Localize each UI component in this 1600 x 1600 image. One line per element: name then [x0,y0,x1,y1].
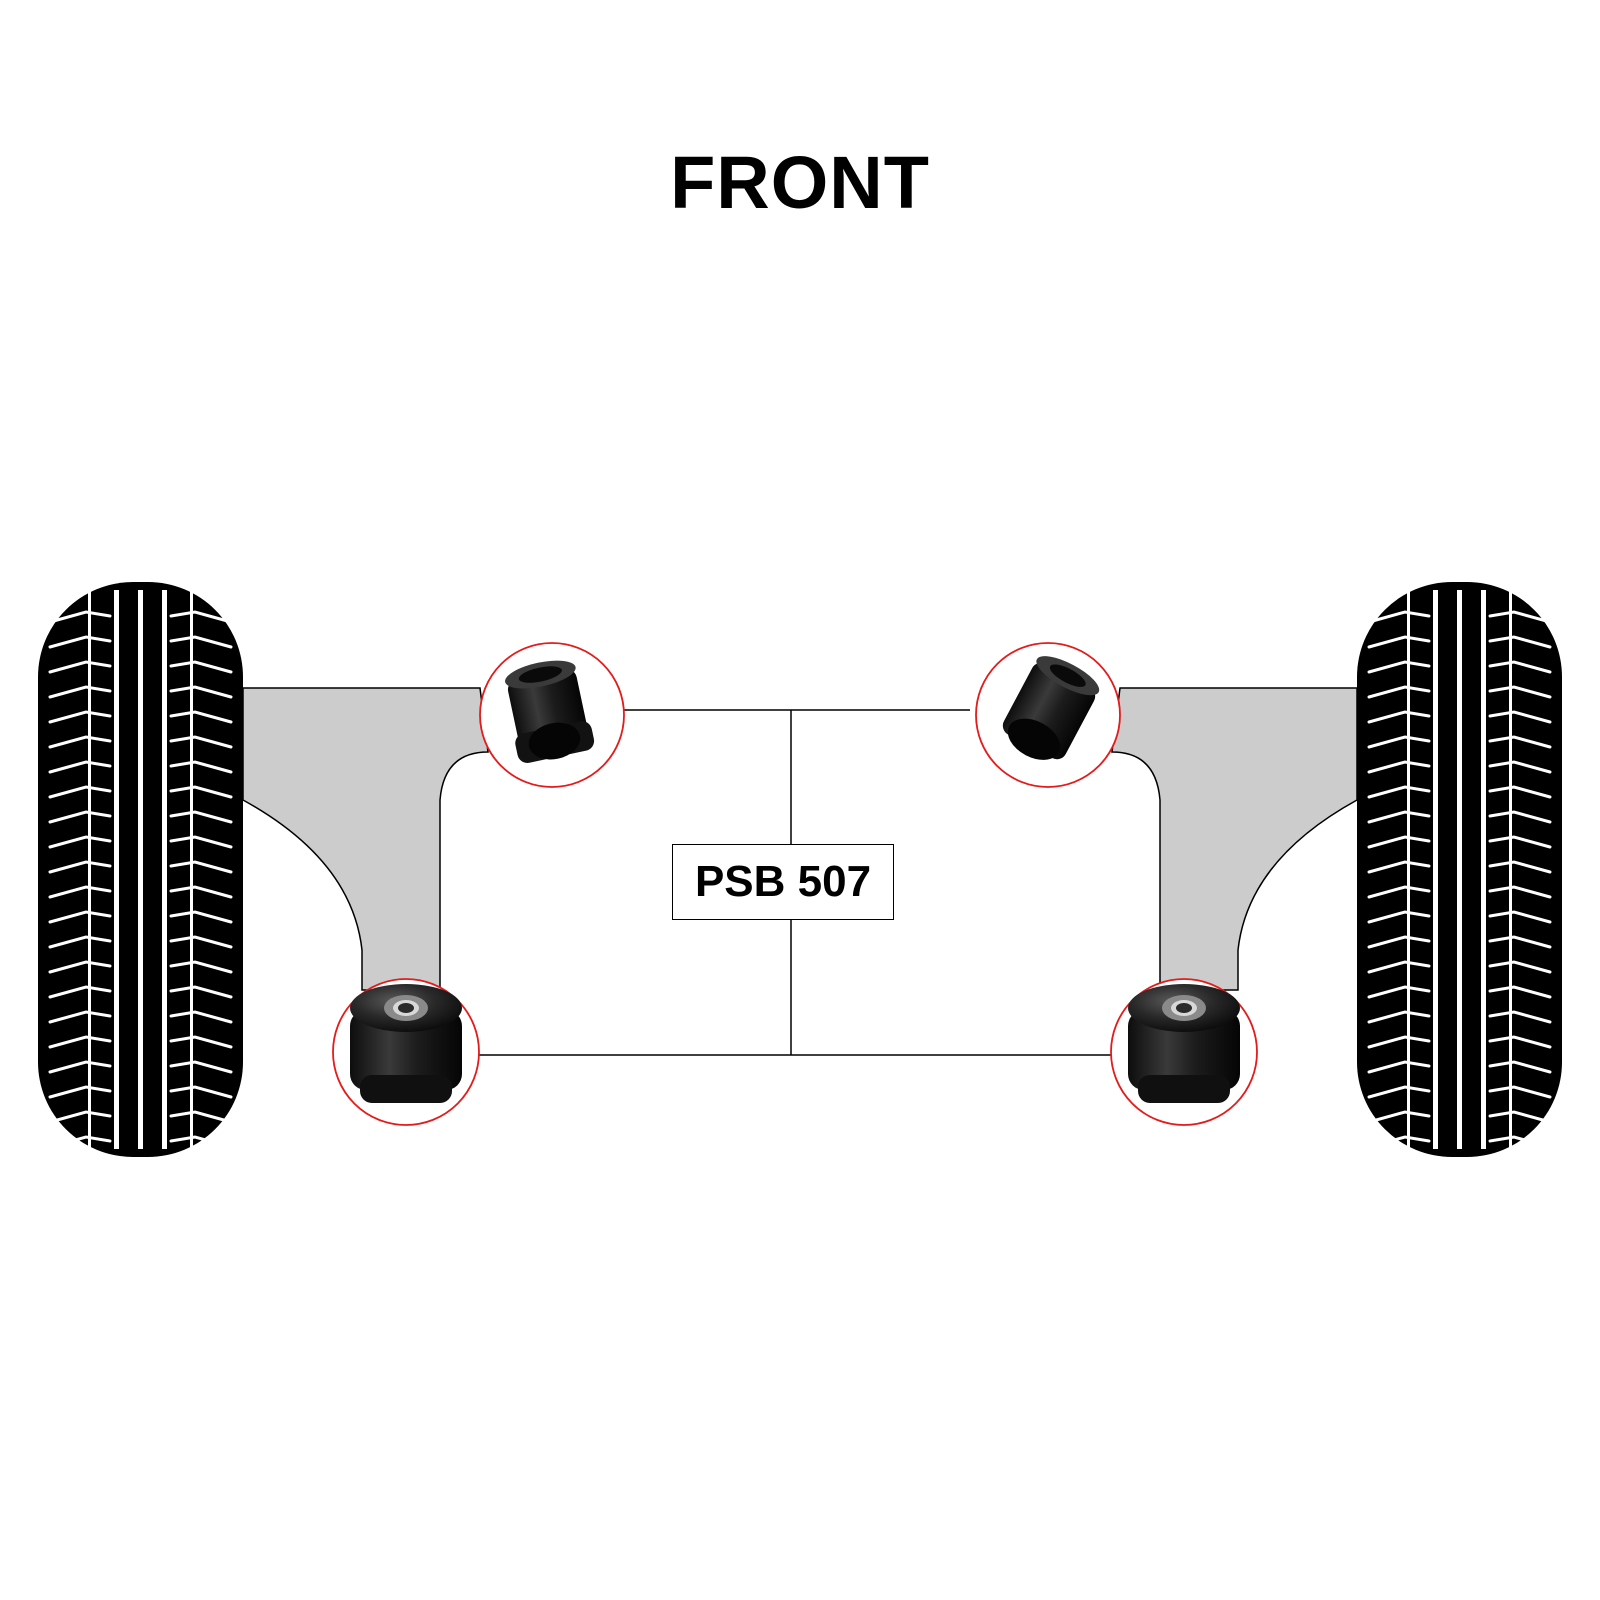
left-control-arm [242,687,489,991]
bush-rear-right-icon [1110,978,1258,1126]
subframe-outline [476,709,1120,1056]
tyre-left-icon [38,582,243,1157]
bush-front-right-icon [975,642,1121,788]
bush-rear-left-icon [332,978,480,1126]
part-number-label: PSB 507 [672,844,894,920]
tyre-right-icon [1357,582,1562,1157]
bush-front-left-icon [479,642,625,788]
right-control-arm [1111,687,1358,991]
diagram-title: FRONT [670,141,930,224]
